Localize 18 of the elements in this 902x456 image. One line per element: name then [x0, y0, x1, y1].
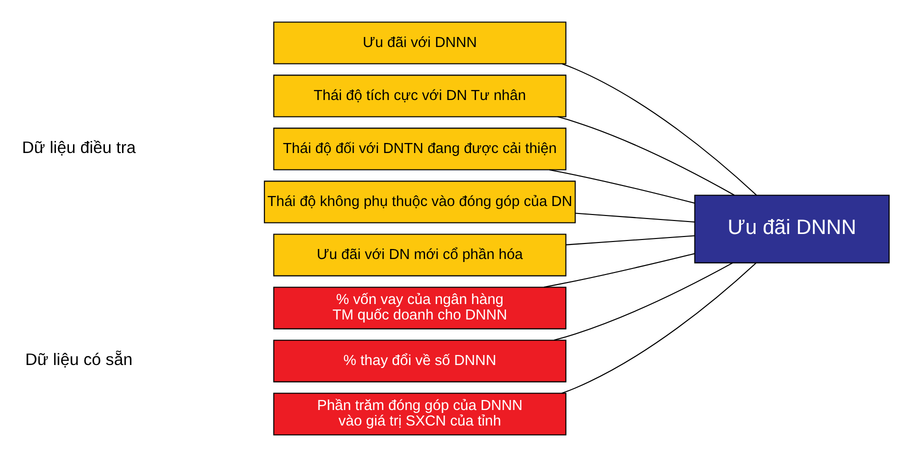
connector — [549, 168, 695, 204]
connector — [558, 116, 735, 196]
node-box: % vốn vay của ngân hàng TM quốc doanh cho DNNN — [273, 286, 566, 329]
connector — [554, 262, 734, 340]
node-box: Ưu đãi DNNN — [694, 194, 890, 263]
connector — [575, 212, 695, 222]
node-box: Thái độ không phụ thuộc vào đóng góp của DN — [264, 180, 576, 223]
label: Dữ liệu có sẵn — [25, 349, 132, 368]
node-box: Thái độ đối với DNTN đang được cải thiện — [273, 127, 566, 170]
node-box: Thái độ tích cực với DN Tư nhân — [273, 74, 566, 117]
node-box: Ưu đãi với DN mới cổ phần hóa — [273, 233, 566, 276]
node-box: Ưu đãi với DNNN — [273, 21, 566, 64]
label: Dữ liệu điều tra — [22, 137, 136, 156]
connector — [562, 62, 757, 196]
node-box: % thay đổi về số DNNN — [273, 339, 566, 382]
connector — [566, 234, 695, 245]
node-box: Phần trăm đóng góp của DNNN vào giá trị SXCN của tỉnh — [273, 392, 566, 435]
connector — [562, 262, 756, 394]
